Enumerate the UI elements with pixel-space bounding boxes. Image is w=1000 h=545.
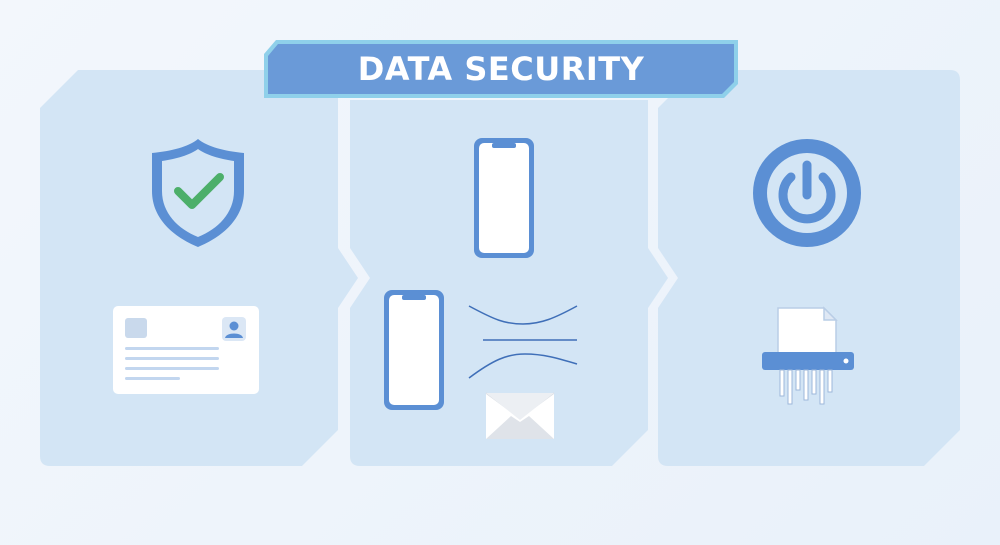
smartphone-icon [474, 138, 534, 258]
page-title: DATA SECURITY [357, 50, 645, 88]
id-card-icon [113, 306, 259, 394]
smartphone-icon [384, 290, 444, 410]
power-icon [753, 139, 861, 247]
shield-check-icon [152, 139, 244, 247]
envelope-icon [485, 392, 555, 439]
panel-protection [40, 70, 358, 466]
panel-disposal [658, 70, 960, 466]
shredder-icon [762, 306, 854, 405]
title-banner: DATA SECURITY [262, 38, 740, 100]
data-wave-icon [468, 305, 578, 379]
